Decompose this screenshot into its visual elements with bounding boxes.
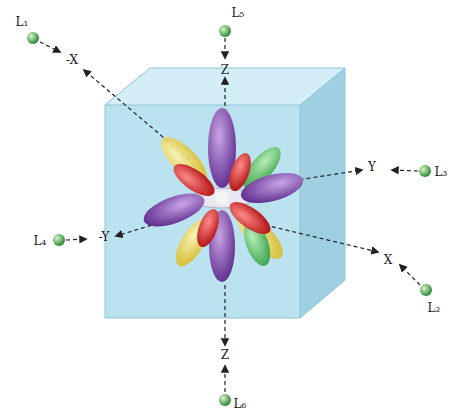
- axis-label: L₆: [232, 397, 249, 411]
- ligand-label: L₄: [32, 234, 49, 248]
- axis-label: Y: [366, 160, 378, 174]
- axis-label: -Y: [97, 230, 112, 244]
- axis-label: -X: [64, 53, 80, 67]
- ligand-label: X: [382, 253, 395, 267]
- axis-label: Z: [219, 63, 231, 77]
- ligand-label: Z: [219, 348, 231, 362]
- axis-label: L₂: [426, 301, 443, 315]
- ligand-label: L₅: [230, 6, 247, 20]
- ligand-label: L₁: [14, 15, 31, 29]
- ligand-label: L₃: [433, 165, 450, 179]
